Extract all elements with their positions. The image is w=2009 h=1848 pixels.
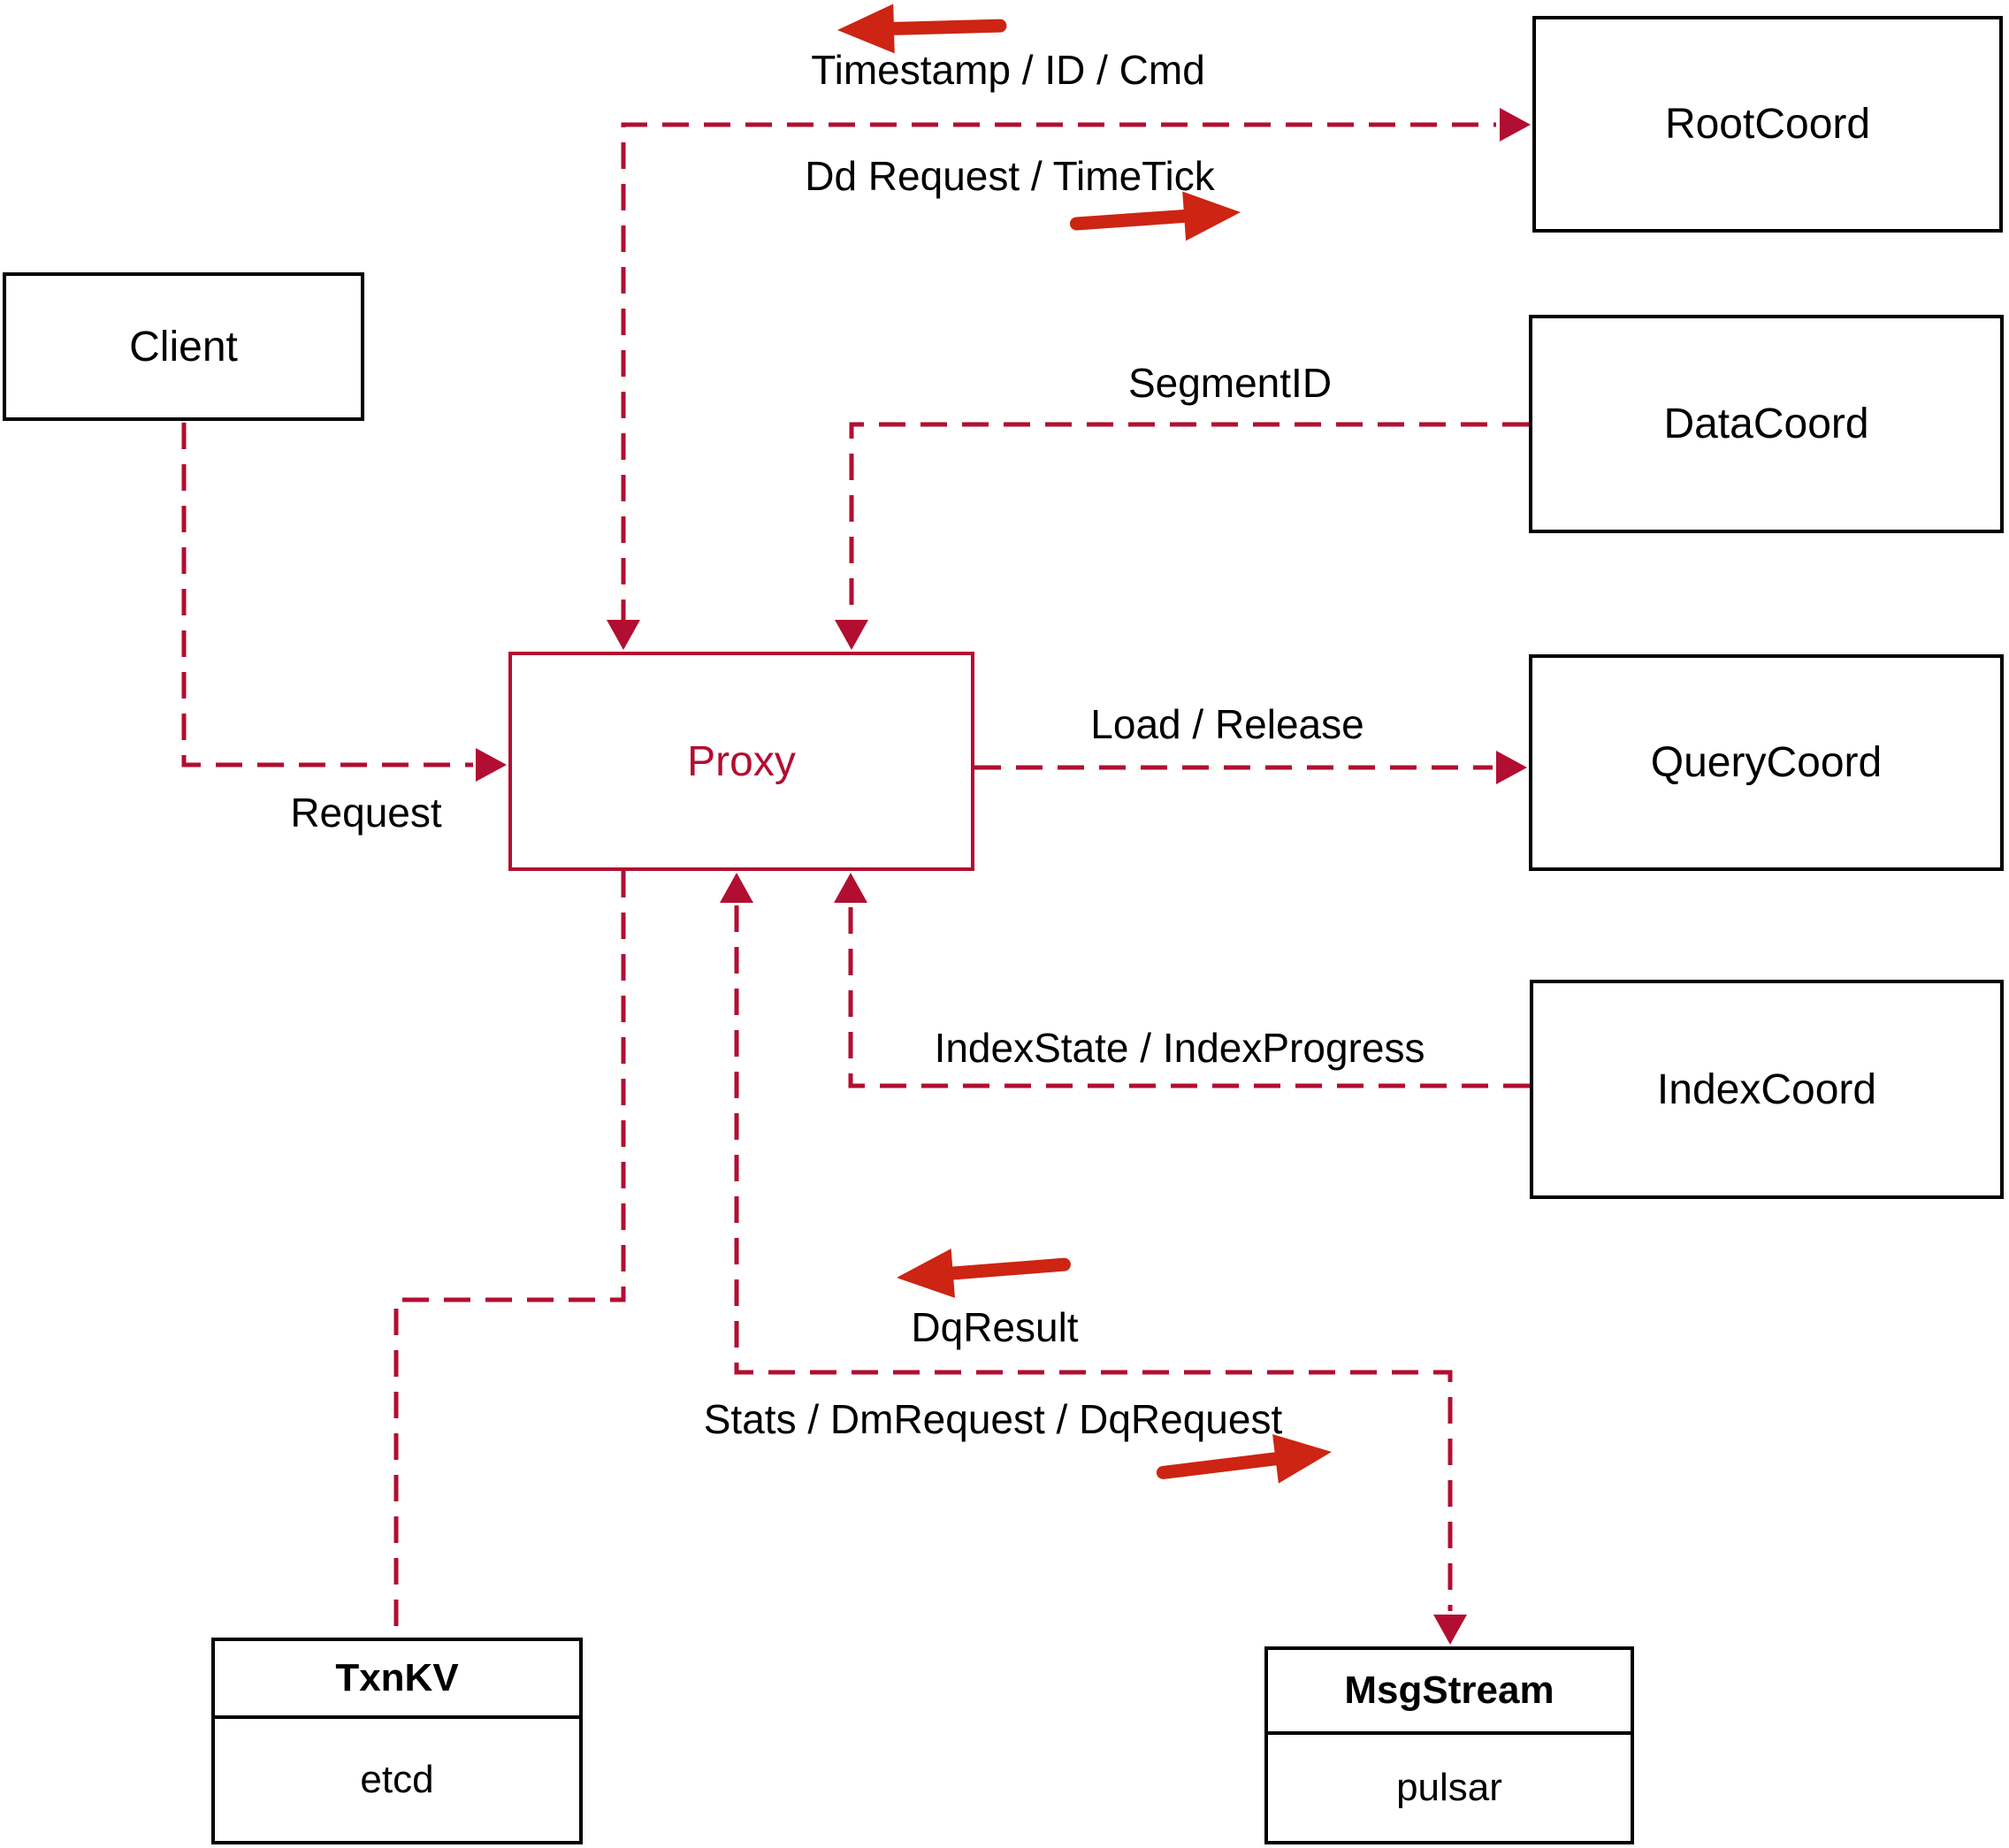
edge-label-dd-request-timetick: Dd Request / TimeTick xyxy=(805,153,1215,199)
arrowhead-into-proxy-left xyxy=(476,748,507,782)
node-txnkv: TxnKV etcd xyxy=(211,1638,583,1844)
edge-label-stats-dmrequest-dqrequest: Stats / DmRequest / DqRequest xyxy=(703,1396,1283,1442)
arrow-left-icon xyxy=(837,4,1007,54)
edge-label-segmentid: SegmentID xyxy=(1127,360,1333,406)
edge-label-indexstate-indexprogress: IndexState / IndexProgress xyxy=(934,1025,1425,1071)
msgstream-impl: pulsar xyxy=(1396,1766,1502,1809)
node-msgstream: MsgStream pulsar xyxy=(1264,1646,1634,1844)
edge-client-to-proxy xyxy=(181,423,473,767)
node-querycoord: QueryCoord xyxy=(1529,654,2004,871)
edge-proxy-to-rootcoord xyxy=(621,122,1496,626)
edge-indexcoord-to-proxy xyxy=(848,905,1530,1088)
edge-proxy-to-txnkv xyxy=(393,871,626,1636)
arrowhead-into-proxy-top-right xyxy=(835,620,868,650)
edge-label-load-release: Load / Release xyxy=(1090,701,1364,747)
edge-label-dqresult: DqResult xyxy=(911,1304,1079,1350)
node-client: Client xyxy=(3,272,364,421)
txnkv-impl: etcd xyxy=(360,1758,434,1801)
node-rootcoord: RootCoord xyxy=(1532,16,2003,233)
edge-label-request: Request xyxy=(290,790,442,836)
edge-datacoord-to-proxy xyxy=(849,422,1529,619)
arrowhead-into-proxy-top-left xyxy=(607,620,640,650)
arrowhead-into-proxy-bottom-right xyxy=(834,873,867,903)
arrow-right-icon xyxy=(1156,1434,1332,1484)
arrow-right-icon xyxy=(1069,191,1241,241)
arrowhead-into-proxy-bottom-left xyxy=(720,873,753,903)
node-proxy: Proxy xyxy=(508,652,974,871)
msgstream-title: MsgStream xyxy=(1268,1650,1631,1735)
edge-proxy-to-msgstream xyxy=(734,905,1453,1611)
edge-label-timestamp-id-cmd: Timestamp / ID / Cmd xyxy=(811,47,1205,93)
arrowhead-into-rootcoord xyxy=(1500,108,1531,141)
node-datacoord: DataCoord xyxy=(1529,315,2004,533)
txnkv-title: TxnKV xyxy=(215,1641,579,1719)
arrowhead-into-msgstream xyxy=(1433,1615,1467,1645)
node-indexcoord: IndexCoord xyxy=(1530,980,2004,1199)
arrowhead-into-querycoord xyxy=(1496,751,1527,784)
arrow-left-icon xyxy=(897,1249,1071,1298)
